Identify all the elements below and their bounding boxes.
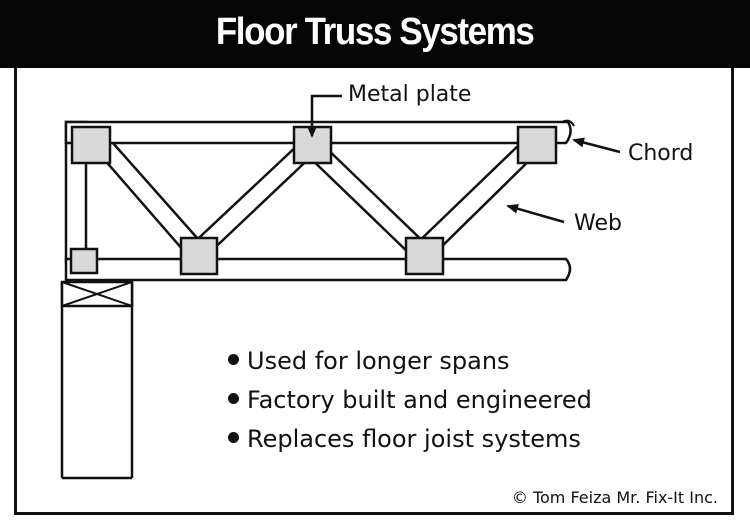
chord-label: Chord bbox=[628, 141, 694, 166]
bullet-dot-icon bbox=[228, 392, 239, 404]
web-label: Web bbox=[574, 211, 622, 236]
metal-plates bbox=[69, 125, 558, 276]
title-bar: Floor Truss Systems bbox=[0, 0, 750, 68]
feature-item: Replaces floor joist systems bbox=[228, 420, 592, 459]
metal-plate-leader bbox=[307, 94, 342, 138]
feature-item: Used for longer spans bbox=[228, 342, 592, 381]
panel-border bbox=[14, 68, 734, 515]
copyright-notice: © Tom Feiza Mr. Fix-It Inc. bbox=[511, 488, 718, 507]
metal-plate bbox=[69, 247, 99, 275]
metal-plate bbox=[70, 125, 112, 165]
support-wall bbox=[60, 280, 134, 480]
feature-list: Used for longer spans Factory built and … bbox=[228, 342, 592, 459]
metal-plate bbox=[404, 236, 445, 276]
feature-item: Factory built and engineered bbox=[228, 381, 592, 420]
feature-text: Used for longer spans bbox=[247, 347, 510, 375]
metal-plate bbox=[179, 236, 219, 276]
bullet-dot-icon bbox=[228, 431, 239, 443]
bullet-dot-icon bbox=[228, 353, 239, 365]
chord-leader bbox=[572, 137, 621, 154]
feature-text: Factory built and engineered bbox=[247, 386, 592, 414]
bottom-chord bbox=[64, 257, 572, 282]
metal-plate bbox=[516, 125, 558, 165]
feature-text: Replaces floor joist systems bbox=[247, 425, 581, 453]
metal-plate-label: Metal plate bbox=[348, 82, 472, 107]
web-leader bbox=[506, 203, 565, 224]
page-title: Floor Truss Systems bbox=[216, 10, 535, 53]
